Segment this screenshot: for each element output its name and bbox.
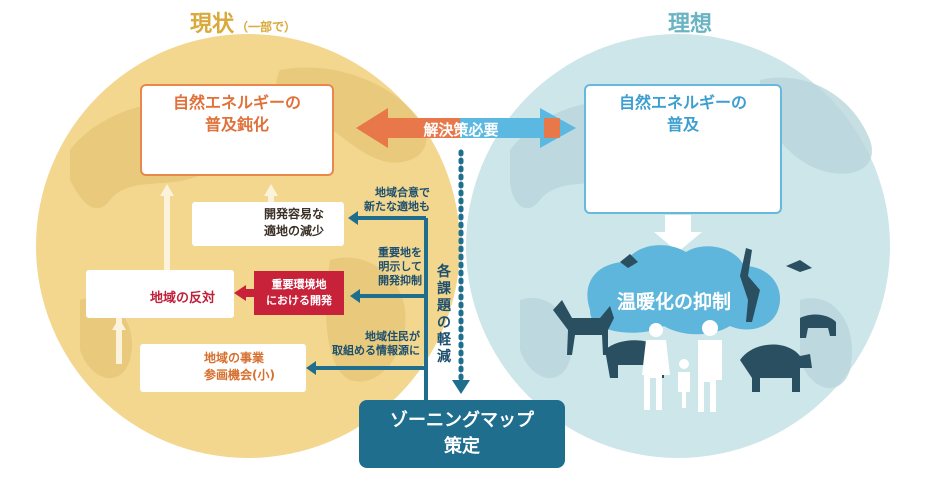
- vertical-char: 課: [437, 281, 451, 297]
- dotted-arrow-head: [452, 380, 470, 394]
- development-card: [192, 202, 344, 246]
- ideal-renewables-text: 自然エネルギーの 普及: [584, 92, 782, 136]
- development-line2: 適地の減少: [264, 224, 325, 238]
- current-title-sub: （一部で）: [236, 20, 297, 34]
- opposition-card: [86, 270, 234, 318]
- current-title-main: 現状: [190, 12, 235, 37]
- vertical-char: 減: [437, 349, 451, 365]
- solution-needed-arrow: [356, 108, 576, 148]
- current-title: 現状（一部で）: [190, 6, 296, 38]
- solution-needed-label: 解決策必要: [423, 121, 499, 139]
- ideal-renewables-line2: 普及: [666, 115, 699, 134]
- zoning-map-box: ゾーニングマップ 策定: [359, 400, 565, 468]
- note-information-source: 地域住民が 取組める情報源に: [318, 330, 420, 358]
- vertical-char: 軽: [437, 332, 451, 348]
- note-info-line2: 取組める情報源に: [332, 344, 420, 357]
- family-silhouette: [642, 320, 722, 412]
- participation-card: [140, 344, 306, 392]
- note-new-sites: 地域合意で 新たな適地も: [354, 186, 430, 214]
- zoning-line2: 策定: [444, 436, 480, 457]
- red-arrow: [234, 285, 254, 301]
- environmental-development-box: 重要環境地 における開発: [254, 271, 344, 315]
- ideal-title: 理想: [668, 12, 713, 37]
- issue-mitigation-label: 各 課 題 の 軽 減: [436, 264, 452, 366]
- note-new-sites-line1: 地域合意で: [375, 186, 430, 199]
- note-restrict-line1: 重要地を: [378, 246, 422, 259]
- participation-line2: 参画機会(小): [204, 368, 275, 382]
- left-upward-arrows: [112, 184, 278, 364]
- branch-arrowheads: [306, 211, 360, 375]
- participation-text: 地域の事業 参画機会(小): [204, 350, 275, 384]
- development-line1: 開発容易な: [264, 207, 325, 221]
- current-renewables-text: 自然エネルギーの 普及鈍化: [140, 92, 334, 136]
- ideal-renewables-line1: 自然エネルギーの: [618, 93, 747, 112]
- vertical-char: 各: [437, 264, 451, 280]
- env-dev-line2: における開発: [266, 294, 332, 307]
- development-text: 開発容易な 適地の減少: [264, 206, 324, 240]
- warming-suppression-label: 温暖化の抑制: [617, 291, 732, 313]
- ideal-down-arrow: [654, 215, 702, 252]
- ideal-renewables-box: [584, 84, 782, 214]
- current-renewables-box: [140, 84, 334, 176]
- branch-connectors: [316, 216, 428, 400]
- vertical-char: 題: [437, 298, 451, 314]
- note-restrict-line2: 明示して: [378, 260, 422, 273]
- env-dev-line1: 重要環境地: [271, 278, 327, 291]
- note-new-sites-line2: 新たな適地も: [364, 200, 430, 213]
- note-restrict-line3: 開発抑制: [378, 274, 422, 287]
- current-renewables-line2: 普及鈍化: [204, 115, 269, 134]
- participation-line1: 地域の事業: [204, 351, 265, 365]
- vertical-char: の: [437, 315, 451, 331]
- current-renewables-line1: 自然エネルギーの: [172, 93, 301, 112]
- opposition-label: 地域の反対: [150, 291, 216, 306]
- note-info-line1: 地域住民が: [365, 330, 420, 343]
- zoning-line1: ゾーニングマップ: [390, 410, 534, 431]
- tree-canopy: [587, 245, 781, 335]
- note-restrict-development: 重要地を 明示して 開発抑制: [354, 246, 422, 288]
